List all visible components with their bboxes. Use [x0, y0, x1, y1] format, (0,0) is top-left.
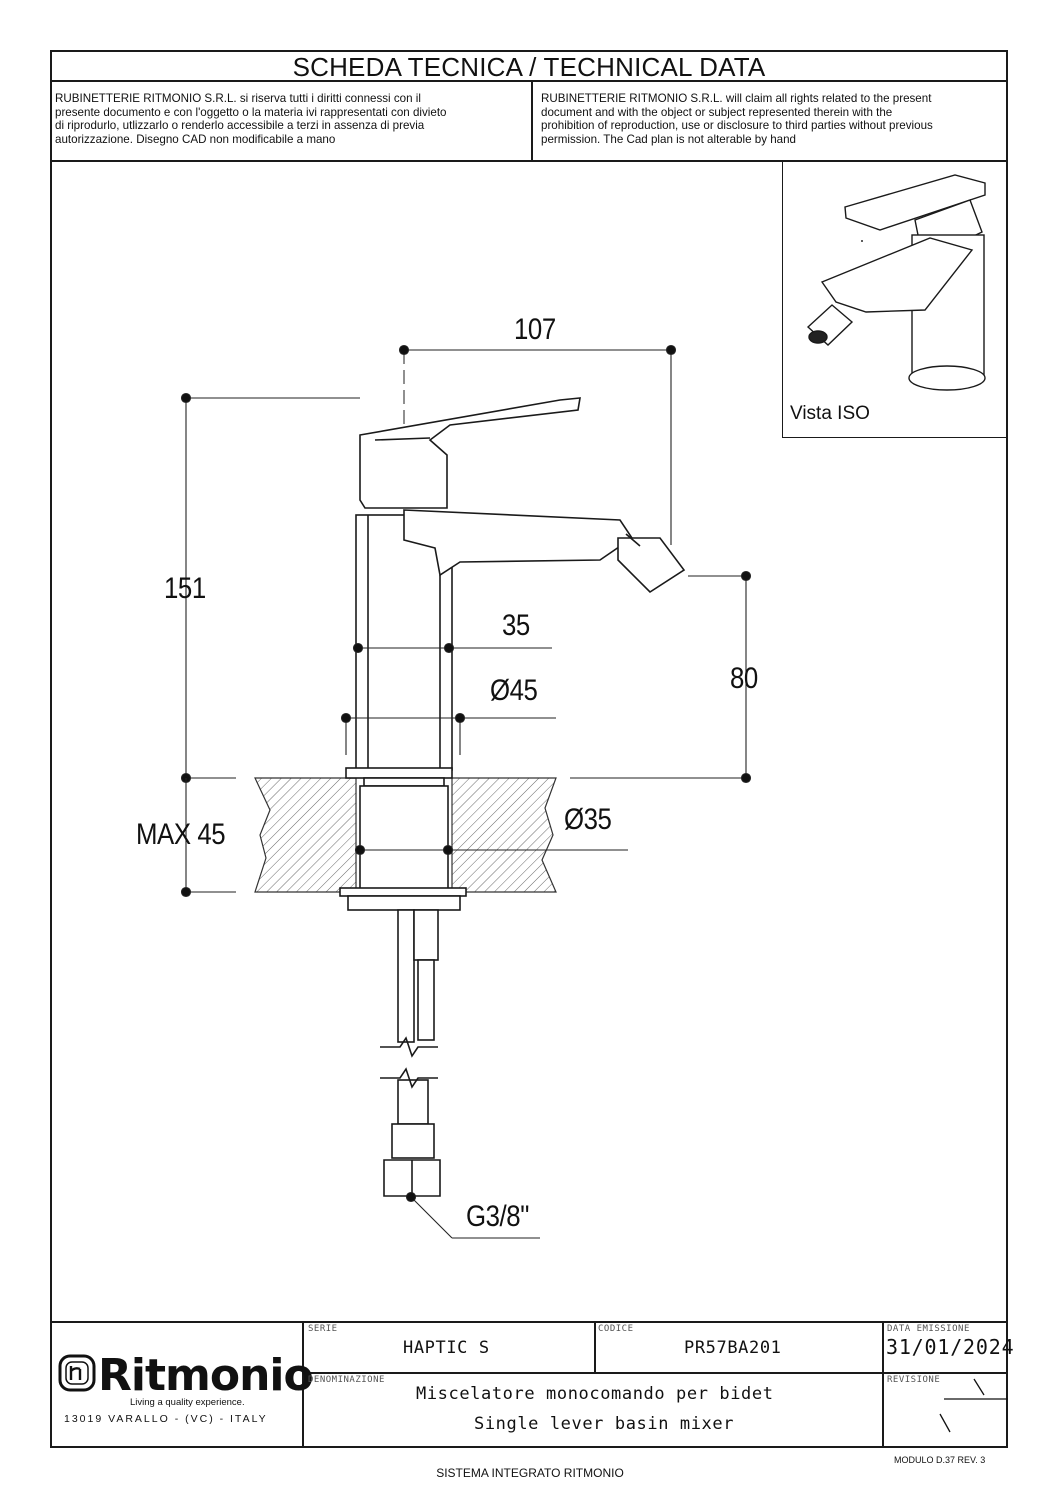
countertop-section — [254, 777, 557, 893]
title-block-top-line — [50, 1321, 1008, 1323]
denominazione-label: DENOMINAZIONE — [308, 1375, 385, 1385]
dimension-spout-height-label: 80 — [730, 662, 758, 695]
serie-label: SERIE — [308, 1324, 338, 1334]
notice-italian: RUBINETTERIE RITMONIO S.R.L. si riserva … — [55, 92, 447, 146]
sheet-title: SCHEDA TECNICA / TECHNICAL DATA — [292, 52, 766, 82]
drawing-frame — [50, 50, 1008, 1448]
iso-view-label: Vista ISO — [790, 403, 870, 424]
denominazione-english: Single lever basin mixer — [474, 1414, 735, 1434]
codice-label: CODICE — [598, 1324, 634, 1334]
dimension-width-label: 107 — [514, 313, 556, 346]
thread-size-label: G3/8" — [466, 1200, 529, 1233]
title-block-date-divider — [882, 1321, 884, 1448]
company-address: 13019 VARALLO - (VC) - ITALY — [64, 1413, 268, 1425]
title-block-serie-divider — [594, 1321, 596, 1372]
dimension-hole-diameter-label: Ø35 — [564, 803, 612, 836]
date-label: DATA EMISSIONE — [887, 1324, 970, 1334]
dimension-max-thickness-label: MAX 45 — [136, 818, 226, 851]
dimension-lines — [180, 344, 752, 1239]
revision-marks — [939, 1378, 1008, 1433]
iso-faucet-illustration — [806, 174, 986, 391]
serie-value: HAPTIC S — [403, 1338, 490, 1358]
dimension-body-label: 35 — [502, 609, 530, 642]
title-block-logo-divider — [302, 1321, 304, 1448]
module-reference: MODULO D.37 REV. 3 — [894, 1455, 986, 1465]
dimension-height-label: 151 — [164, 572, 206, 605]
footer-system: SISTEMA INTEGRATO RITMONIO — [436, 1466, 624, 1480]
denominazione-italian: Miscelatore monocomando per bidet — [416, 1384, 774, 1404]
dimension-base-diameter-label: Ø45 — [490, 674, 538, 707]
revisione-label: REVISIONE — [887, 1375, 941, 1385]
notice-divider — [50, 160, 1008, 162]
title-block-mid-line — [302, 1372, 1008, 1374]
header-divider — [50, 80, 1008, 82]
iso-view-box — [782, 161, 1008, 438]
company-logo-text: Ritmonio — [98, 1350, 314, 1401]
hose-break-symbol — [380, 1036, 438, 1089]
date-value: 31/01/2024 — [886, 1335, 1015, 1359]
company-tagline: Living a quality experience. — [130, 1397, 245, 1408]
codice-value: PR57BA201 — [684, 1338, 782, 1358]
notice-english: RUBINETTERIE RITMONIO S.R.L. will claim … — [541, 92, 933, 146]
ritmonio-logo-icon — [58, 1354, 96, 1392]
faucet-body — [339, 397, 686, 1197]
notice-column-divider — [531, 80, 533, 161]
